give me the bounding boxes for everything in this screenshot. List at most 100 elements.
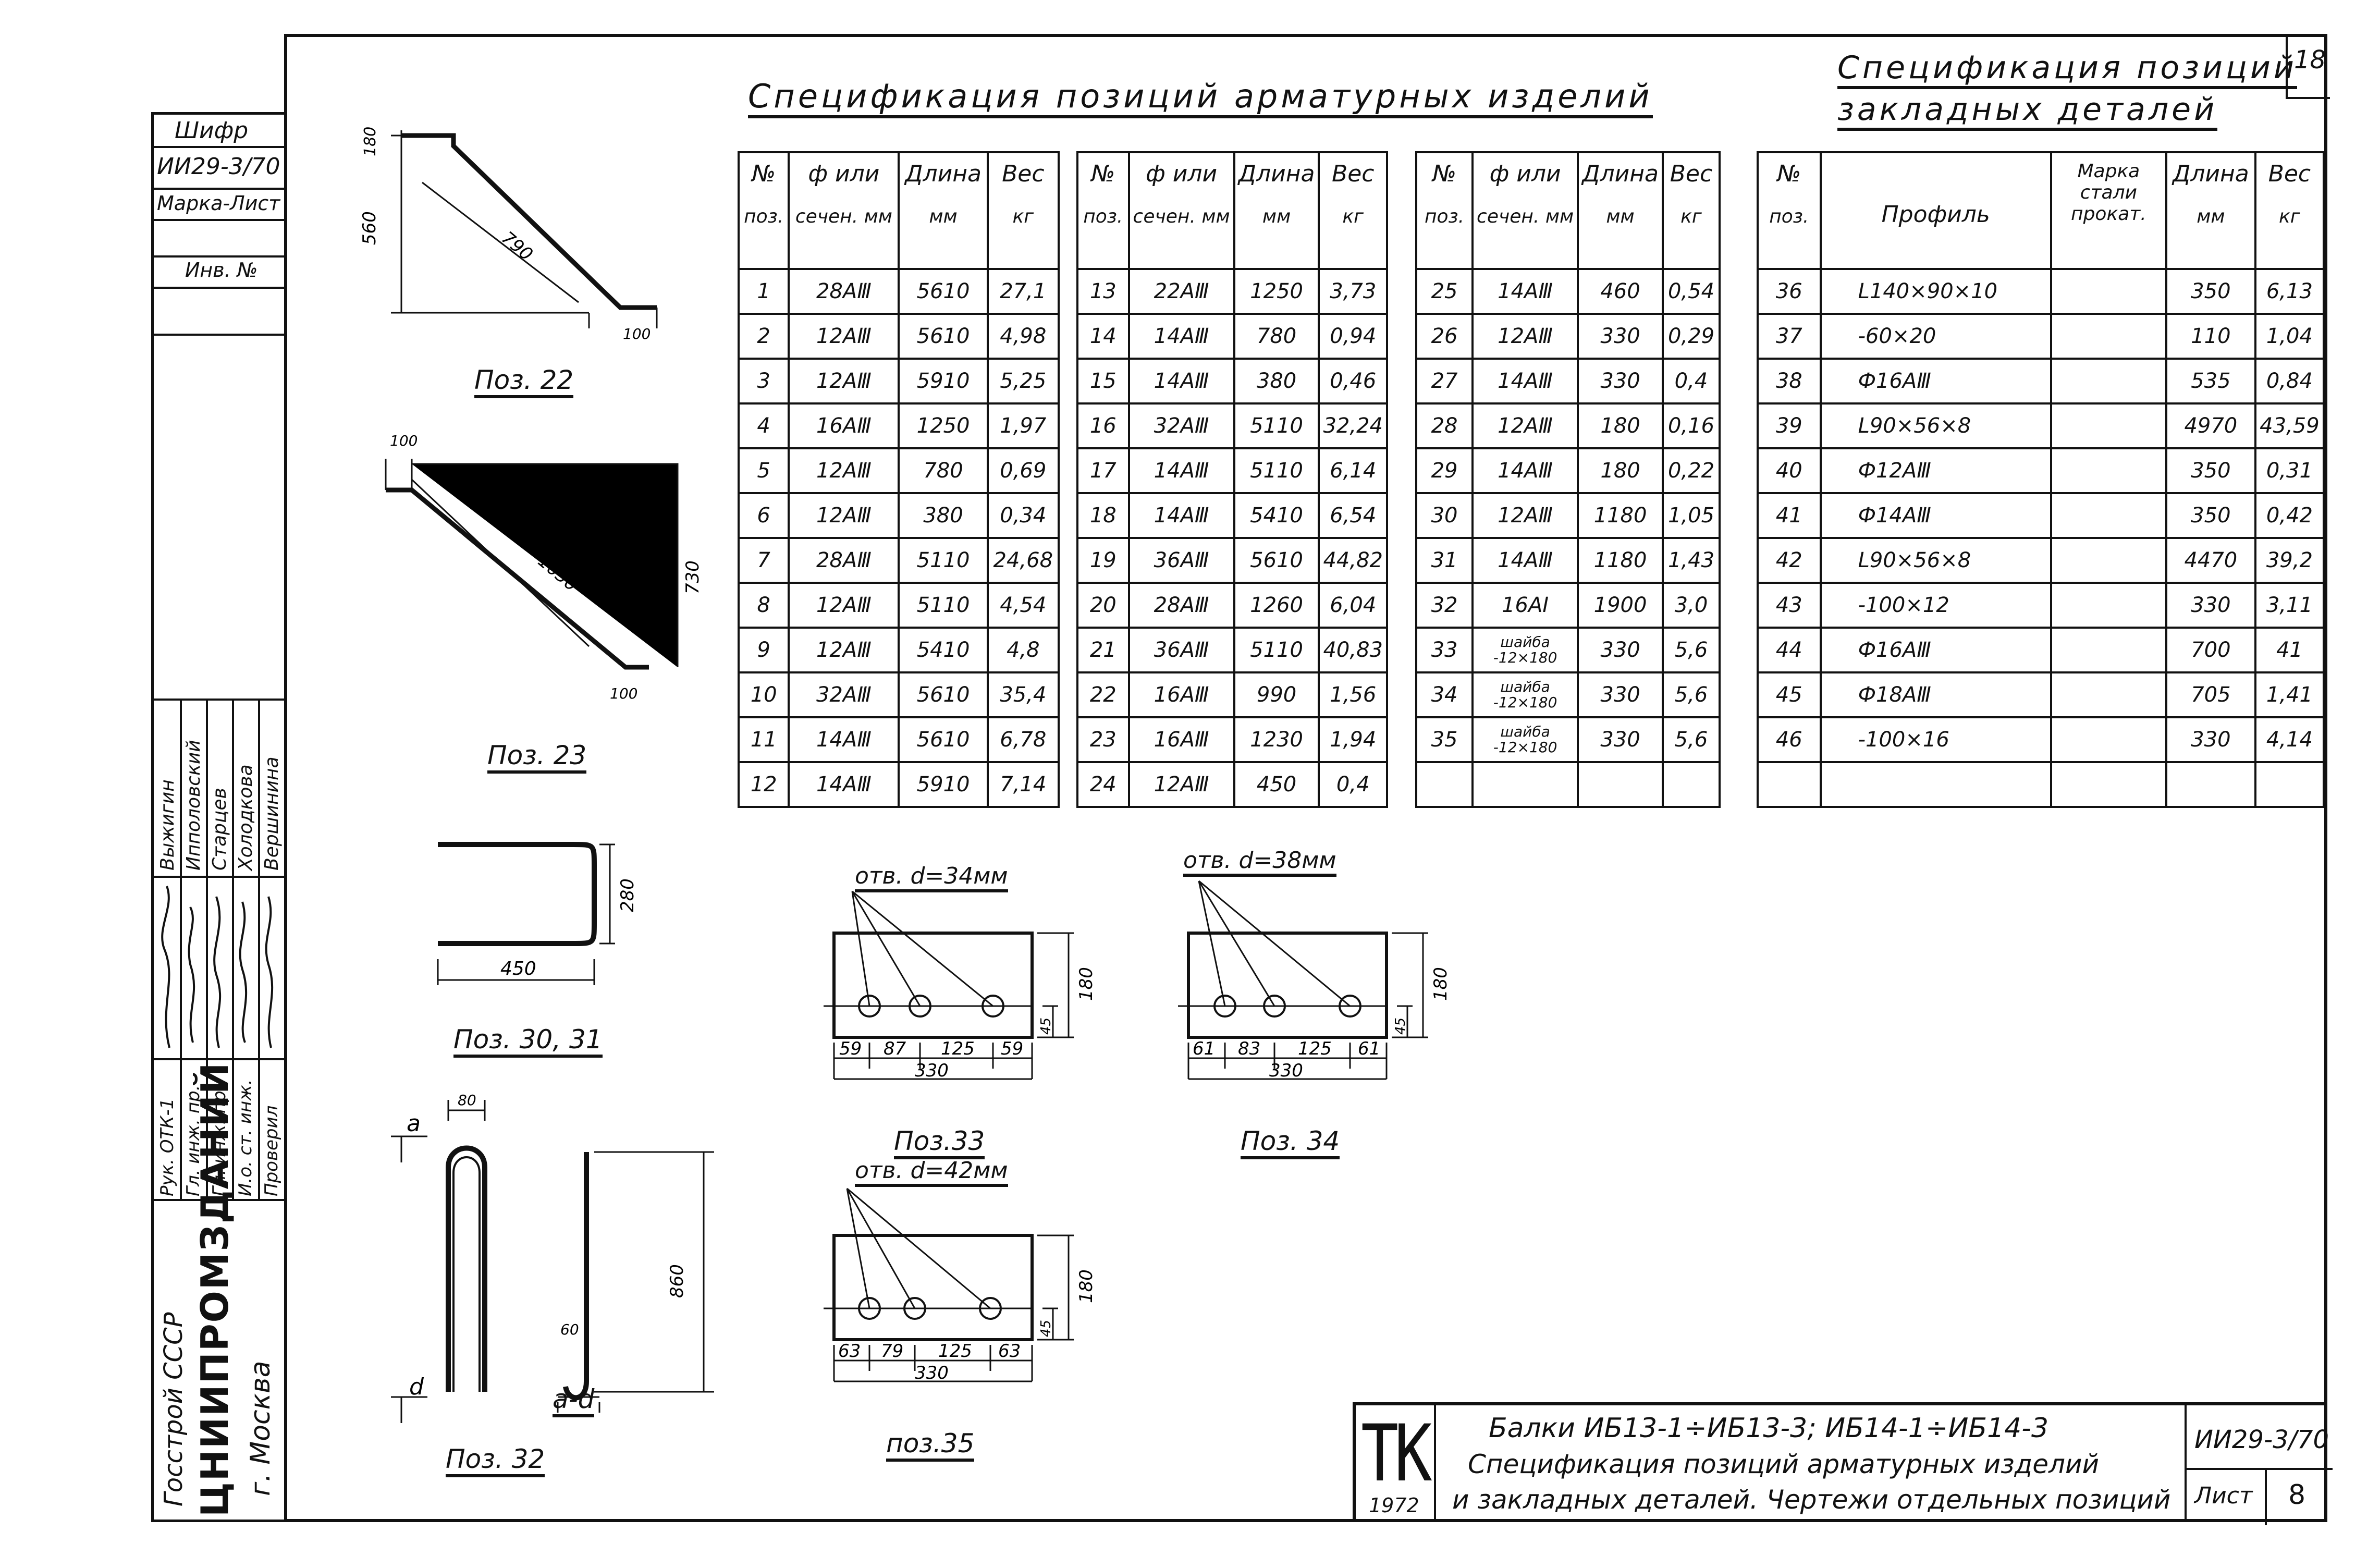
poz22-drawing: 560 180 790 100: [360, 127, 658, 342]
rebar-row-cell: 14АⅢ: [1471, 447, 1579, 494]
embed-row-cell: 0,31: [2254, 447, 2325, 494]
rebar-row-cell: 16АⅢ: [1127, 671, 1235, 718]
embed-row-cell: [2050, 761, 2167, 808]
embed-row-cell: 38: [1757, 358, 1822, 405]
svg-text:d: d: [409, 1374, 424, 1400]
svg-text:100: 100: [390, 432, 418, 449]
rebar-row-cell: 20: [1076, 582, 1130, 629]
rebar-row-cell: 380: [1233, 358, 1320, 405]
rebar-row-cell: 12АⅢ: [1127, 761, 1235, 808]
svg-text:80: 80: [458, 1092, 476, 1109]
embed-row-cell: 36: [1757, 268, 1822, 315]
embed-row-cell: 0,42: [2254, 492, 2325, 539]
rebar-row-cell: 12АⅢ: [1471, 492, 1579, 539]
poz32-caption: Поз. 32: [446, 1444, 545, 1477]
title-line-3: и закладных деталей. Чертежи отдельных п…: [1452, 1485, 2171, 1515]
embed-row-cell: L90×56×8: [1819, 402, 2052, 449]
embed-row-cell: 4,14: [2254, 716, 2325, 763]
name-1: Выжигин: [157, 779, 178, 871]
rebar-row-cell: 12АⅢ: [788, 582, 900, 629]
rebar-row-cell: 450: [1233, 761, 1320, 808]
embed-row-cell: 350: [2165, 268, 2256, 315]
rebar-row-cell: 15: [1076, 358, 1130, 405]
rebar-row-cell: 5110: [1233, 627, 1320, 673]
rebar-row-cell: 27,1: [986, 268, 1060, 315]
rebar-row-cell: 27: [1415, 358, 1474, 405]
rebar-row-cell: 5610: [1233, 537, 1320, 584]
embed-row-cell: 39: [1757, 402, 1822, 449]
rebar-row-cell: 9: [737, 627, 790, 673]
svg-text:180: 180: [361, 127, 379, 156]
embed-row-cell: Ф18АⅢ: [1819, 671, 2052, 718]
rebar-row-cell: 34: [1415, 671, 1474, 718]
embed-row-cell: [2050, 671, 2167, 718]
svg-text:59: 59: [1001, 1038, 1023, 1059]
poz35-drawing: 63 79 125 63 330 45 180: [824, 1187, 1097, 1383]
rebar-row-cell: 330: [1577, 671, 1664, 718]
rebar-row-cell: [1415, 761, 1474, 808]
poz33-hole: отв. d=34мм: [855, 863, 1008, 892]
rebar-row-cell: 0,94: [1318, 313, 1388, 360]
rebar-row-cell: 16АⅠ: [1471, 582, 1579, 629]
poz3031-drawing: 450 280: [437, 842, 638, 985]
rebar-row-cell: 5110: [1233, 402, 1320, 449]
mark-sheet-label: Марка-Лист: [157, 192, 280, 215]
embed-row-cell: 46: [1757, 716, 1822, 763]
svg-text:63: 63: [998, 1341, 1021, 1362]
svg-text:63: 63: [838, 1341, 861, 1362]
name-4: Холодкова: [235, 764, 256, 871]
poz33-caption: Поз.33: [894, 1126, 985, 1159]
rebar-row-cell: 40,83: [1318, 627, 1388, 673]
rebar-row-cell: 12АⅢ: [788, 492, 900, 539]
rebar-row-cell: 32: [1415, 582, 1474, 629]
role-4: И.о. ст. инж.: [235, 1079, 256, 1196]
rebar-row-cell: 28АⅢ: [788, 537, 900, 584]
svg-text:83: 83: [1238, 1038, 1260, 1059]
embed-row-cell: 350: [2165, 447, 2256, 494]
embed-row-cell: [1819, 761, 2052, 808]
rebar-row-cell: 7: [737, 537, 790, 584]
svg-text:860: 860: [667, 1264, 688, 1298]
rebar-row-cell: 5910: [898, 358, 989, 405]
rebar-row-cell: 12АⅢ: [1471, 402, 1579, 449]
rebar-row-cell: 31: [1415, 537, 1474, 584]
svg-text:100: 100: [623, 325, 651, 342]
sheet-frame: [284, 34, 2327, 1522]
svg-text:730: 730: [682, 560, 703, 594]
embed-row-cell: -100×16: [1819, 716, 2052, 763]
title-block: ТК 1972 Балки ИБ13-1÷ИБ13-3; ИБ14-1÷ИБ14…: [1353, 1402, 2333, 1525]
rebar-row-cell: 6,04: [1318, 582, 1388, 629]
rebar-row-cell: шайба -12×180: [1471, 716, 1579, 763]
rebar-row-cell: 14АⅢ: [1127, 313, 1235, 360]
rebar-row-cell: 14АⅢ: [788, 716, 900, 763]
poz33-drawing: 59 87 125 59 330 45 180: [824, 890, 1097, 1081]
rebar-row-cell: 1260: [1233, 582, 1320, 629]
rebar-row-cell: 5610: [898, 716, 989, 763]
rebar-row-cell: 5410: [898, 627, 989, 673]
rebar-row-cell: 22: [1076, 671, 1130, 718]
rebar-row-cell: 14АⅢ: [1127, 358, 1235, 405]
title-year: 1972: [1369, 1494, 1419, 1517]
rebar-row-cell: 14АⅢ: [1471, 358, 1579, 405]
embed-row-cell: L140×90×10: [1819, 268, 2052, 315]
rebar-spec-title: Спецификация позиций арматурных изделий: [748, 77, 1653, 118]
rebar-row-cell: 28: [1415, 402, 1474, 449]
embed-row-cell: 4970: [2165, 402, 2256, 449]
embed-row-cell: 3,11: [2254, 582, 2325, 629]
embed-row-cell: [2050, 716, 2167, 763]
role-1: Рук. ОТК-1: [157, 1098, 178, 1196]
